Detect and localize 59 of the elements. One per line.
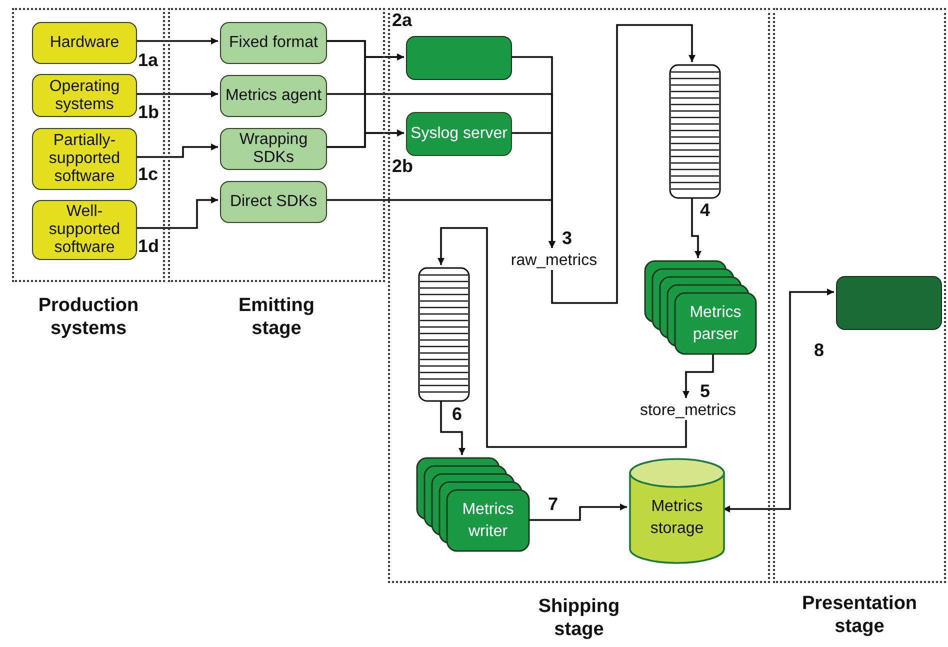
step-number: 2b [392, 156, 414, 177]
queue-drawing [418, 267, 470, 402]
step-number: 3 [562, 228, 572, 249]
arrow [135, 90, 218, 98]
process-box [406, 112, 512, 156]
step-number: 1d [138, 236, 160, 257]
node-label: Fixed format [229, 34, 318, 52]
arrow [528, 504, 627, 521]
node-label: Metrics parser [688, 302, 742, 344]
arrow [438, 227, 687, 448]
process-box [220, 128, 327, 170]
step-number: 5 [700, 381, 710, 402]
node-label: Partially-supported software [48, 132, 122, 186]
step-number: 1b [138, 102, 160, 123]
arrow [135, 144, 218, 158]
step-number: 1a [138, 50, 158, 71]
step-number: 7 [548, 494, 558, 515]
stage-heading: Presentation stage [800, 592, 918, 638]
step-number: 8 [814, 340, 824, 361]
arrow [682, 353, 714, 398]
stacked-process-boxes [644, 260, 757, 355]
process-box [32, 22, 137, 64]
process-box [836, 276, 942, 330]
node-label: Metrics agent [225, 87, 322, 105]
step-number: 2a [392, 10, 412, 31]
arrow [551, 24, 696, 304]
arrow [325, 199, 556, 248]
node-label: Syslog server [410, 125, 508, 143]
node-label: Operating systems [48, 78, 121, 114]
process-box [220, 181, 327, 223]
process-box [32, 74, 137, 117]
stage-heading: Emitting stage [238, 294, 316, 340]
node-label: Well-supported software [48, 203, 122, 257]
process-box [32, 128, 137, 190]
stacked-process-boxes [416, 457, 530, 552]
node-label: Metrics writer [461, 500, 515, 542]
arrow [325, 130, 404, 148]
arrow [723, 288, 834, 512]
node-label: raw_metrics [510, 252, 598, 270]
process-box [32, 200, 137, 260]
queue-drawing [669, 64, 721, 199]
node-label: store_metrics [640, 402, 736, 420]
arrow [440, 400, 466, 455]
step-number: 1c [138, 164, 158, 185]
arrow [691, 197, 702, 258]
arrow [135, 196, 218, 229]
node-label: Wrapping SDKs [238, 131, 309, 167]
step-number: 4 [700, 200, 710, 221]
process-box [220, 22, 327, 64]
step-number: 6 [452, 404, 462, 425]
database-cylinder [629, 458, 725, 564]
process-box [406, 36, 512, 80]
stage-heading: Shipping stage [537, 595, 621, 641]
node-label: Metrics storage [649, 497, 705, 539]
node-label: Hardware [50, 34, 120, 52]
process-box [220, 75, 327, 117]
node-label: Direct SDKs [230, 193, 318, 211]
arrow [135, 38, 218, 44]
stage-heading: Production systems [37, 294, 140, 340]
